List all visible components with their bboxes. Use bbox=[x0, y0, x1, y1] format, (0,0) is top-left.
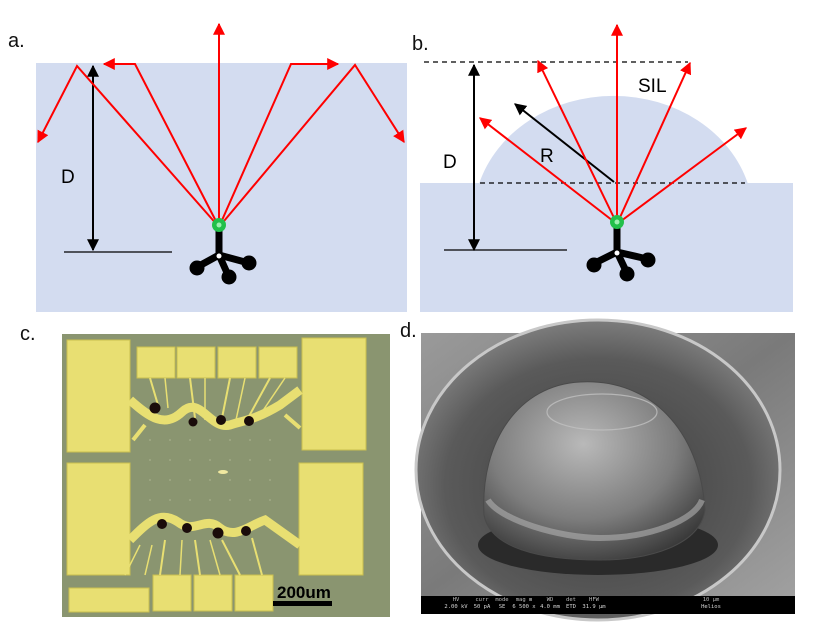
bond-pad bbox=[234, 574, 274, 612]
panel-a-diagram bbox=[36, 22, 407, 312]
substrate-block bbox=[36, 63, 407, 312]
depth-label-b: D bbox=[443, 152, 457, 173]
sem-field: mag ⊞6 500 x bbox=[512, 597, 536, 610]
bond-pad bbox=[298, 462, 364, 576]
bond-pad bbox=[66, 339, 131, 453]
bond-pad bbox=[66, 462, 131, 576]
panel-c-label: c. bbox=[20, 323, 36, 345]
emission-rays bbox=[37, 22, 405, 228]
panel-d-sem-image bbox=[414, 318, 795, 622]
bond-pad bbox=[152, 574, 192, 612]
bond-pad bbox=[136, 346, 176, 379]
bond-pad bbox=[176, 346, 216, 379]
panel-a-label: a. bbox=[8, 30, 25, 52]
sil-label: SIL bbox=[638, 76, 667, 97]
bond-pad bbox=[301, 337, 367, 451]
radius-label: R bbox=[540, 146, 554, 167]
panel-c-scale-label: 200um bbox=[277, 583, 331, 602]
panel-d-label: d. bbox=[400, 320, 417, 342]
particles bbox=[149, 402, 254, 539]
sil-dome bbox=[483, 381, 706, 561]
bond-pad bbox=[217, 346, 257, 379]
panel-c-micrograph bbox=[62, 334, 390, 617]
electrode-traces-top bbox=[126, 377, 303, 442]
emission-rays bbox=[479, 23, 747, 225]
bond-pad bbox=[68, 587, 150, 613]
depth-label-a: D bbox=[61, 167, 75, 188]
grid-dots bbox=[149, 439, 271, 501]
panel-b-label: b. bbox=[412, 33, 429, 55]
solid-immersion-lens bbox=[479, 95, 748, 184]
radius-arrow bbox=[514, 103, 615, 183]
panel-b-diagram bbox=[420, 23, 793, 312]
bond-pad bbox=[258, 346, 298, 379]
bond-pad bbox=[193, 574, 233, 612]
scale-bar bbox=[273, 601, 332, 606]
